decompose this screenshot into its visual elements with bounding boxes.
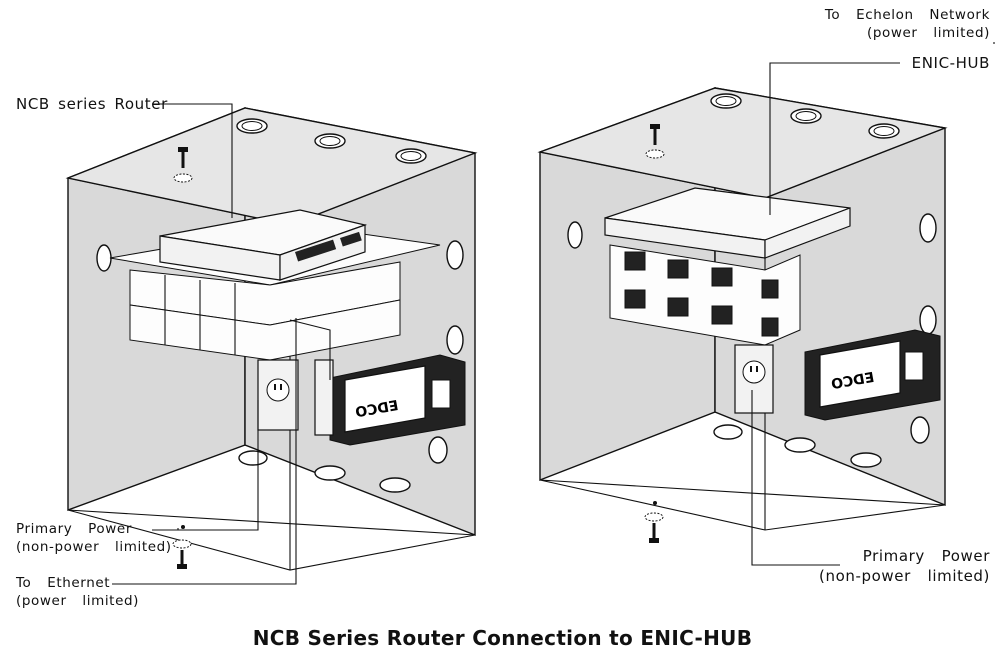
screw-icon — [645, 124, 665, 159]
label-to-ethernet-sub: (power limited) — [16, 593, 140, 609]
label-ncb-router: NCB series Router — [16, 95, 168, 113]
label-primary-power-left: Primary Power — [16, 521, 132, 537]
leader-lines — [112, 42, 995, 585]
knockout — [919, 213, 937, 243]
edco-label: EDCO — [354, 396, 400, 419]
label-primary-power-left-sub: (non-power limited) — [16, 539, 172, 555]
label-to-echelon: To Echelon Network — [824, 7, 990, 23]
knockout — [919, 305, 937, 335]
left-enclosure: EDCO — [65, 106, 478, 571]
screw-icon — [173, 147, 193, 183]
label-primary-power-right: Primary Power — [862, 547, 990, 565]
knockout — [446, 240, 464, 270]
left-top-face — [65, 107, 478, 226]
label-to-ethernet: To Ethernet — [16, 575, 111, 591]
knockout — [314, 465, 346, 481]
knockout — [238, 450, 268, 466]
knockout — [428, 436, 448, 464]
knockout — [446, 325, 464, 355]
knockout — [713, 424, 743, 440]
label-primary-power-right-sub: (non-power limited) — [819, 567, 990, 585]
diagram-caption: NCB Series Router Connection to ENIC-HUB — [252, 626, 753, 650]
screw-icon — [644, 512, 664, 543]
label-to-echelon-sub: (power limited) — [866, 25, 990, 41]
screw-icon — [172, 539, 192, 569]
knockout — [910, 416, 930, 444]
knockout — [850, 452, 882, 468]
knockout — [567, 221, 583, 249]
hub-bracket — [609, 244, 801, 346]
knockout — [96, 244, 112, 272]
label-enic-hub: ENIC-HUB — [911, 54, 990, 72]
knockout — [784, 437, 816, 453]
knockout — [379, 477, 411, 493]
edco-label: EDCO — [830, 368, 876, 391]
left-bracket-lower — [129, 299, 401, 361]
right-enclosure: EDCO — [537, 86, 948, 543]
right-top-face — [537, 87, 948, 199]
